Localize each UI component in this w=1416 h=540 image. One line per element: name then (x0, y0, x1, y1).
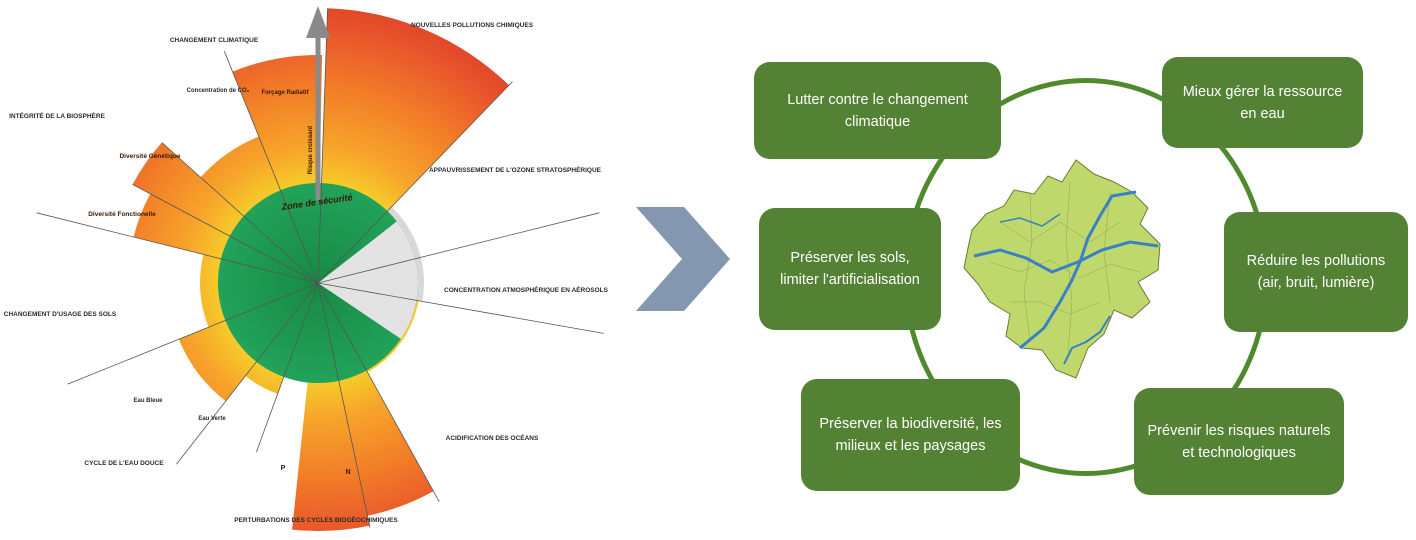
boundary-spokes (36, 8, 604, 528)
nitrogen-label: N (345, 469, 350, 476)
goal-risks-text: Prévenir les risques naturels et technol… (1147, 422, 1331, 461)
chevron-arrow-icon (636, 207, 730, 311)
functional-diversity-label: Diversité Fonctionelle (88, 211, 156, 218)
freshwater-label: CYCLE DE L'EAU DOUCE (84, 460, 164, 467)
goal-biodiversity-box: Préserver la biodiversité, les milieux e… (801, 379, 1020, 491)
unquantified-zone (318, 221, 419, 339)
goal-climate-box: Lutter contre le changement climatique (754, 62, 1001, 159)
co2-label: Concentration de CO₂ (187, 88, 250, 94)
spoke-line (67, 282, 319, 385)
aerosols-label: CONCENTRATION ATMOSPHÉRIQUE EN AÉROSOLS (444, 285, 609, 294)
ozone-label: APPAUVRISSEMENT DE L'OZONE STRATOSPHÉRIQ… (429, 165, 602, 174)
spoke-line (317, 282, 371, 528)
spoke-line (317, 212, 600, 284)
blue-water-label: Eau Bleue (133, 398, 163, 404)
goal-biodiversity-text: Préserver la biodiversité, les milieux e… (819, 416, 1002, 454)
genetic-diversity-label: Diversité Génétique (119, 153, 180, 160)
spoke-line (256, 282, 319, 453)
territory-map (963, 159, 1161, 379)
increasing-risk-label: Risque croissant (308, 126, 314, 174)
goal-soils-text: Préserver les sols, limiter l'artificial… (780, 250, 920, 288)
spoke-line (176, 282, 319, 465)
biosphere-label: INTÉGRITÉ DE LA BIOSPHÈRE (9, 111, 105, 120)
goal-water-text: Mieux gérer la ressource en eau (1182, 83, 1343, 122)
goal-climate-text: Lutter contre le changement climatique (787, 91, 968, 130)
ocean-acidification-label: ACIDIFICATION DES OCÉANS (446, 433, 539, 442)
goal-soils-box: Préserver les sols, limiter l'artificial… (759, 208, 941, 330)
spoke-line (36, 212, 319, 284)
spoke-line (317, 282, 604, 334)
risk-arrow-head (306, 6, 330, 38)
biogeochemical-label: PERTURBATIONS DES CYCLES BIOGÉOCHIMIQUES (234, 515, 398, 524)
goal-pollution-text: Réduire les pollutions (air, bruit, lumi… (1246, 253, 1386, 291)
spoke-line (223, 51, 319, 284)
goal-pollution-box: Réduire les pollutions (air, bruit, lumi… (1224, 212, 1408, 332)
phosphorus-label: P (281, 465, 286, 472)
spoke-line (317, 282, 440, 502)
goal-water-box: Mieux gérer la ressource en eau (1162, 57, 1363, 148)
chemical-pollution-label: NOUVELLES POLLUTIONS CHIMIQUES (411, 22, 534, 29)
spoke-line (317, 8, 328, 284)
green-water-label: Eau Verte (198, 416, 226, 422)
climate-change-label: CHANGEMENT CLIMATIQUE (170, 37, 259, 44)
forcing-label: Forçage Radiatif (261, 90, 309, 96)
goal-risks-box: Prévenir les risques naturels et technol… (1134, 388, 1344, 495)
spoke-line (317, 81, 513, 284)
land-use-label: CHANGEMENT D'USAGE DES SOLS (4, 311, 117, 318)
spoke-line (132, 184, 319, 284)
planetary-boundaries-diagram: Zone de sécurité Risque croissant Forçag… (4, 6, 609, 531)
wedge-phosphorus (292, 283, 370, 531)
spoke-line (161, 142, 319, 284)
